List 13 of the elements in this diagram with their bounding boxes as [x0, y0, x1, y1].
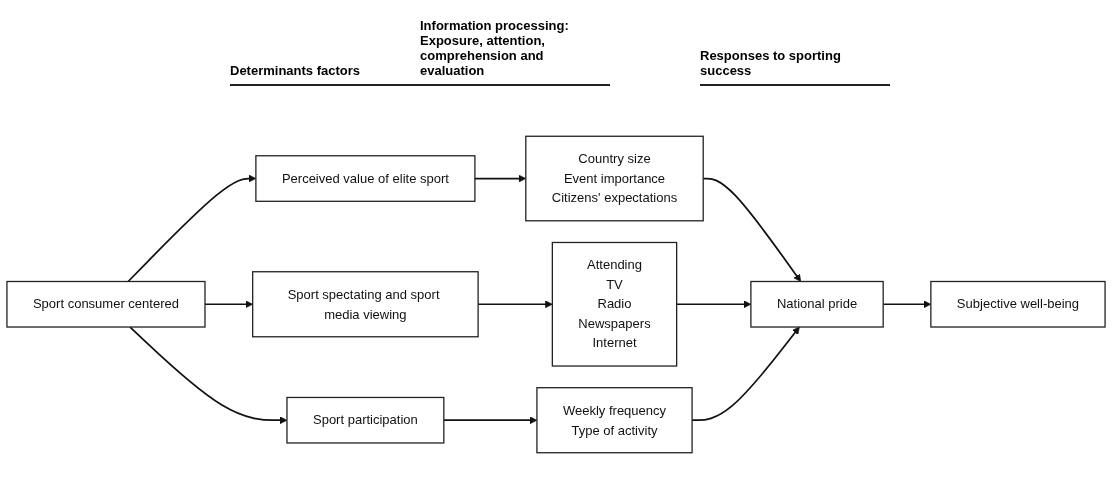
column-heading: Determinants factors — [230, 63, 420, 86]
node-box: Attending TV Radio Newspapers Internet — [551, 241, 678, 367]
node-box: Country size Event importance Citizens' expectations — [525, 135, 704, 222]
node-box: Weekly frequency Type of activity — [536, 387, 693, 454]
node-box: Perceived value of elite sport — [255, 155, 476, 202]
arrow — [204, 300, 253, 309]
node-box: Sport consumer centered — [6, 280, 206, 328]
node-box: Subjective well-being — [930, 280, 1106, 328]
node-box: Sport participation — [286, 396, 445, 444]
column-heading: Responses to sporting success — [700, 48, 890, 86]
column-heading: Information processing: Exposure, attention, comprehension and evaluation — [420, 18, 610, 86]
node-box: National pride — [750, 280, 884, 328]
node-box: Sport spectating and sport media viewing — [252, 271, 479, 338]
